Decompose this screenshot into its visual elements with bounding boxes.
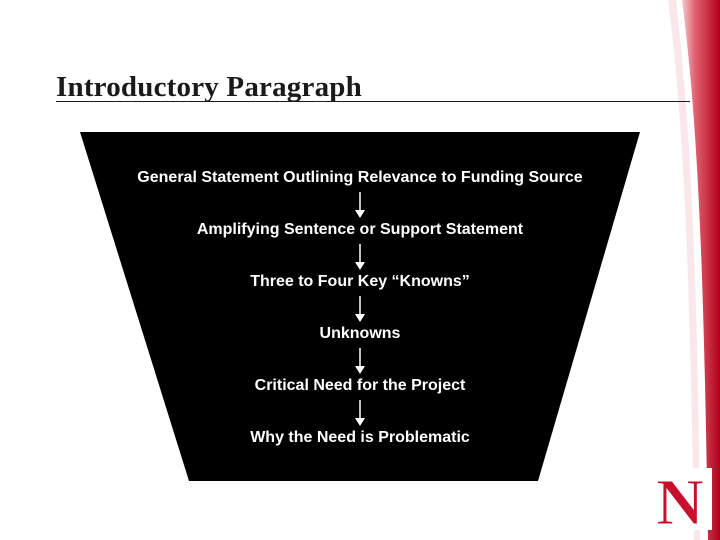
funnel-step-3: Three to Four Key “Knowns” [250,273,470,290]
down-arrow-icon [355,296,365,322]
funnel-step-4: Unknowns [319,325,401,342]
down-arrow-icon [355,192,365,218]
logo-letter: N [656,468,704,530]
slide-title: Introductory Paragraph [56,71,362,103]
red-swoosh-decoration [668,0,720,540]
down-arrow-icon [355,348,365,374]
funnel-step-1: General Statement Outlining Relevance to… [137,169,583,186]
funnel-step-6: Why the Need is Problematic [250,429,470,446]
funnel-step-2: Amplifying Sentence or Support Statement [196,221,524,238]
university-n-logo-icon: N [648,468,712,530]
funnel-step-5: Critical Need for the Project [254,377,466,394]
down-arrow-icon [355,400,365,426]
title-underline [56,101,690,102]
down-arrow-icon [355,244,365,270]
